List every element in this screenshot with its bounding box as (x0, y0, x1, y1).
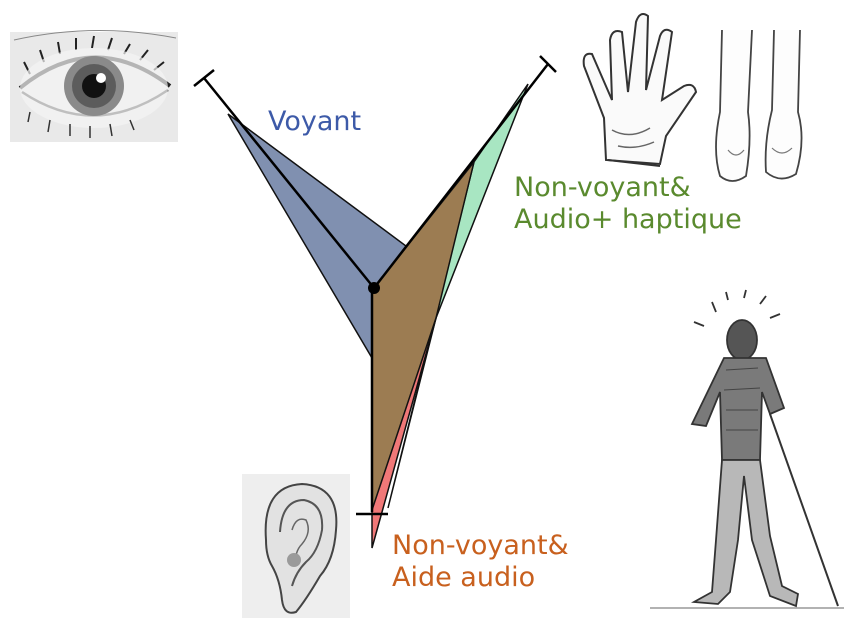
label-voyant-text: Voyant (268, 106, 361, 137)
label-haptic-line2: Audio+ haptique (514, 204, 742, 236)
label-haptic: Non-voyant& Audio+ haptique (514, 172, 742, 237)
brown-region (372, 162, 474, 510)
label-audio-line2: Aide audio (392, 562, 569, 594)
tick-voyant (194, 70, 214, 86)
label-audio-line1: Non-voyant& (392, 530, 569, 562)
label-haptic-line1: Non-voyant& (514, 172, 742, 204)
label-audio: Non-voyant& Aide audio (392, 530, 569, 595)
label-voyant: Voyant (268, 106, 361, 138)
center-point (368, 282, 380, 294)
